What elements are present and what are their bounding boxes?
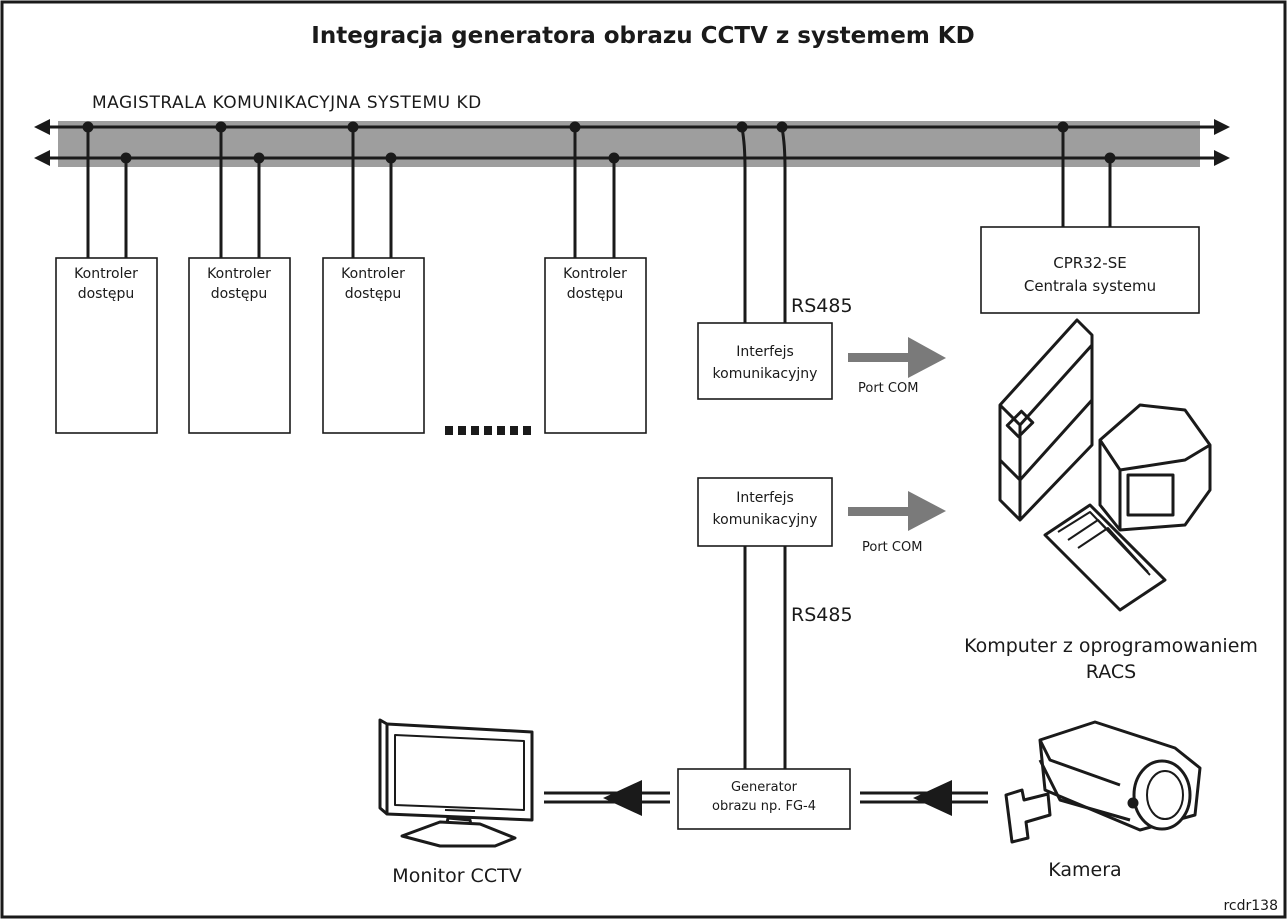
monitor-icon xyxy=(378,718,534,848)
bus-label: MAGISTRALA KOMUNIKACYJNA SYSTEMU KD xyxy=(92,93,482,113)
controller-4: Kontroler dostępu xyxy=(544,257,647,434)
controller-1: Kontroler dostępu xyxy=(55,257,158,434)
interface-1: Interfejs komunikacyjny xyxy=(697,322,833,400)
generator-label-1: Generator xyxy=(731,780,798,795)
generator-box xyxy=(677,768,851,830)
port-com-arrow-1 xyxy=(848,337,946,378)
video-arrow-to-generator xyxy=(913,780,952,816)
controller-label-1: Kontroler xyxy=(563,266,627,282)
interface-label-1: Interfejs xyxy=(736,490,794,506)
monitor-label: Monitor CCTV xyxy=(392,865,521,887)
controller-label-2: dostępu xyxy=(78,286,135,302)
central-label-1: CPR32-SE xyxy=(1053,254,1126,272)
central-unit: CPR32-SE Centrala systemu xyxy=(980,226,1200,314)
port-com-label-1: Port COM xyxy=(858,381,918,396)
controller-label-1: Kontroler xyxy=(74,266,138,282)
camera-icon xyxy=(1004,720,1202,844)
video-link-generator-monitor xyxy=(544,791,670,804)
interface-2: Interfejs komunikacyjny xyxy=(697,477,833,547)
controller-box xyxy=(188,257,291,434)
interface-label-1: Interfejs xyxy=(736,344,794,360)
interface-box xyxy=(697,322,833,400)
rs485-label-bottom: RS485 xyxy=(791,604,853,626)
computer-label-1: Komputer z oprogramowaniem xyxy=(964,635,1258,657)
port-com-label-2: Port COM xyxy=(862,540,922,555)
controller-label-2: dostępu xyxy=(345,286,402,302)
video-arrow-to-monitor xyxy=(603,780,642,816)
arrow-left-b xyxy=(34,150,50,166)
arrow-left-a xyxy=(34,119,50,135)
controller-3: Kontroler dostępu xyxy=(322,257,425,434)
central-box xyxy=(980,226,1200,314)
interface-label-2: komunikacyjny xyxy=(713,512,818,528)
bus-lines xyxy=(48,125,1218,160)
ellipsis-marks xyxy=(445,426,531,435)
drawing-id: rcdr138 xyxy=(1223,898,1278,914)
interface-label-2: komunikacyjny xyxy=(713,366,818,382)
controller-label-2: dostępu xyxy=(567,286,624,302)
computer-label-2: RACS xyxy=(1086,661,1136,683)
port-com-arrow-2 xyxy=(848,491,946,531)
controller-box xyxy=(322,257,425,434)
controller-label-1: Kontroler xyxy=(207,266,271,282)
bus-arrowheads xyxy=(34,119,1230,166)
controller-label-2: dostępu xyxy=(211,286,268,302)
interface-box xyxy=(697,477,833,547)
controller-label-1: Kontroler xyxy=(341,266,405,282)
central-drops xyxy=(1061,127,1112,227)
computer-icon xyxy=(998,318,1212,612)
controller-box xyxy=(544,257,647,434)
controller-box xyxy=(55,257,158,434)
controller-2: Kontroler dostępu xyxy=(188,257,291,434)
arrow-right-b xyxy=(1214,150,1230,166)
camera-label: Kamera xyxy=(1048,859,1121,881)
diagram-title: Integracja generatora obrazu CCTV z syst… xyxy=(311,23,974,49)
central-label-2: Centrala systemu xyxy=(1024,277,1156,295)
generator-label-2: obrazu np. FG-4 xyxy=(712,799,816,814)
controller-drops xyxy=(86,127,616,258)
arrow-right-a xyxy=(1214,119,1230,135)
rs485-label-top: RS485 xyxy=(791,295,853,317)
generator: Generator obrazu np. FG-4 xyxy=(677,768,851,830)
interface-1-rs485-wires xyxy=(740,126,787,323)
interface-2-rs485-wires xyxy=(743,546,787,769)
